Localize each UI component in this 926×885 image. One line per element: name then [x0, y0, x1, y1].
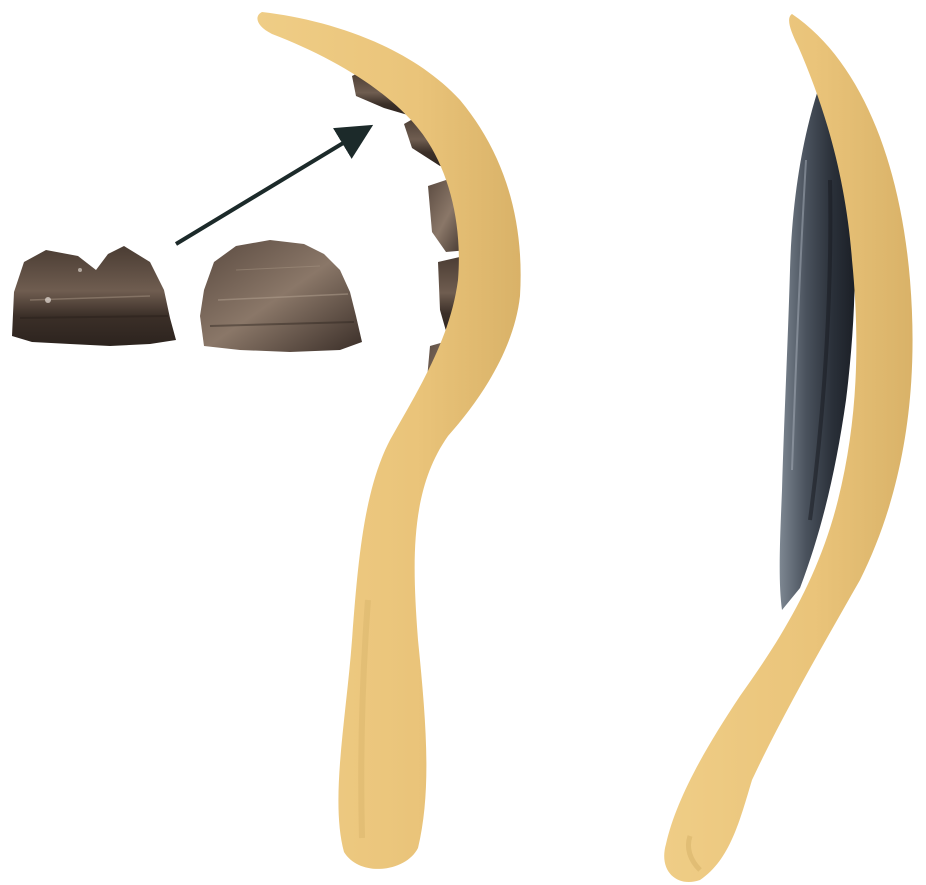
loose-flint-insert-large [200, 240, 362, 352]
left-sickle-handle [257, 12, 520, 869]
arrow [176, 128, 368, 244]
loose-flint-insert-small [12, 246, 176, 346]
